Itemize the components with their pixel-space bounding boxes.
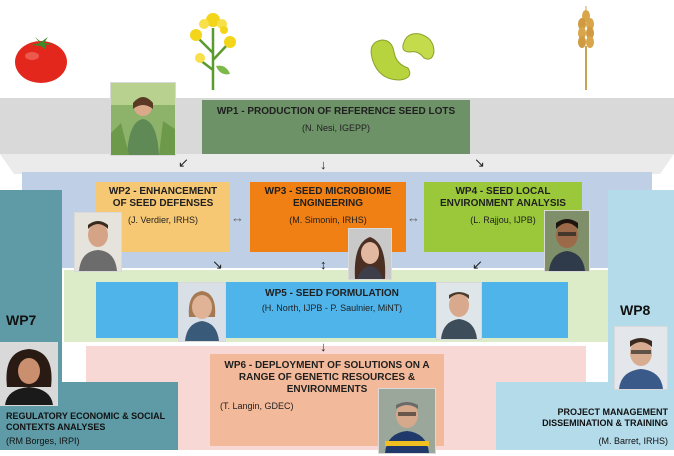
- wp2-lead-avatar: [74, 212, 122, 272]
- wp1-lead: (N. Nesi, IGEPP): [301, 123, 370, 133]
- wp5-lead-avatar-2: [436, 282, 482, 340]
- wp6-lead-avatar: [378, 388, 436, 454]
- wp1-field-photo: [110, 82, 176, 156]
- wp5-lead: (H. North, IJPB - P. Saulnier, MiNT): [261, 303, 403, 313]
- wp4-title: WP4 - SEED LOCAL ENVIRONMENT ANALYSIS: [440, 186, 566, 209]
- arrow-wp2-wp3: ↔: [231, 210, 244, 225]
- rapeseed-flower-icon: [190, 13, 236, 90]
- arrow-wp1-wp4: ↘: [474, 155, 485, 170]
- wp5-box: WP5 - SEED FORMULATION (H. North, IJPB -…: [96, 282, 568, 338]
- tomato-icon: [15, 37, 67, 83]
- wp3-box: WP3 - SEED MICROBIOME ENGINEERING (M. Si…: [250, 182, 406, 252]
- wp8-lead: (M. Barret, IRHS): [598, 436, 668, 446]
- arrow-wp4-wp5: ↙: [472, 257, 483, 272]
- wp7-lead-avatar: [0, 342, 58, 406]
- arrow-wp2-wp5: ↘: [212, 257, 223, 272]
- wp6-lead: (T. Langin, GDEC): [220, 401, 294, 411]
- arrow-wp1-wp3: ↓: [320, 157, 327, 172]
- wp3-title: WP3 - SEED MICROBIOME ENGINEERING: [264, 186, 392, 209]
- wp8-box: [496, 382, 674, 450]
- bean-seeds-icon: [370, 33, 435, 81]
- wp3-lead: (M. Simonin, IRHS): [289, 215, 367, 225]
- arrow-wp3-wp5: ↕: [320, 257, 327, 272]
- wp7-title: REGULATORY ECONOMIC & SOCIAL CONTEXTS AN…: [6, 411, 166, 432]
- wheat-ear-icon: [578, 6, 594, 90]
- wp5-lead-avatar-1: [178, 282, 226, 342]
- wp5-title: WP5 - SEED FORMULATION: [265, 288, 399, 299]
- wp8-title: PROJECT MANAGEMENT DISSEMINATION & TRAIN…: [542, 407, 668, 428]
- wp4-lead: (L. Rajjou, IJPB): [470, 215, 536, 225]
- wp6-title: WP6 - DEPLOYMENT OF SOLUTIONS ON A RANGE…: [224, 360, 430, 395]
- arrow-wp3-wp4: ↔: [407, 210, 420, 225]
- arrow-wp1-wp2: ↙: [178, 155, 189, 170]
- funnel-band-1: [0, 154, 674, 174]
- wp4-lead-avatar: [544, 210, 590, 272]
- wp1-title: WP1 - PRODUCTION OF REFERENCE SEED LOTS: [216, 106, 456, 117]
- wp3-lead-avatar: [348, 228, 392, 280]
- arrow-wp5-wp6: ↓: [320, 339, 327, 354]
- wp7-lead: (RM Borges, IRPI): [6, 436, 80, 446]
- wp1-box: WP1 - PRODUCTION OF REFERENCE SEED LOTS …: [202, 100, 470, 154]
- wp7-label: WP7: [6, 312, 37, 328]
- wp2-title: WP2 - ENHANCEMENT OF SEED DEFENSES: [108, 186, 218, 209]
- wp2-lead: (J. Verdier, IRHS): [127, 215, 199, 225]
- wp8-lead-avatar: [614, 326, 668, 390]
- wp8-label: WP8: [620, 302, 651, 318]
